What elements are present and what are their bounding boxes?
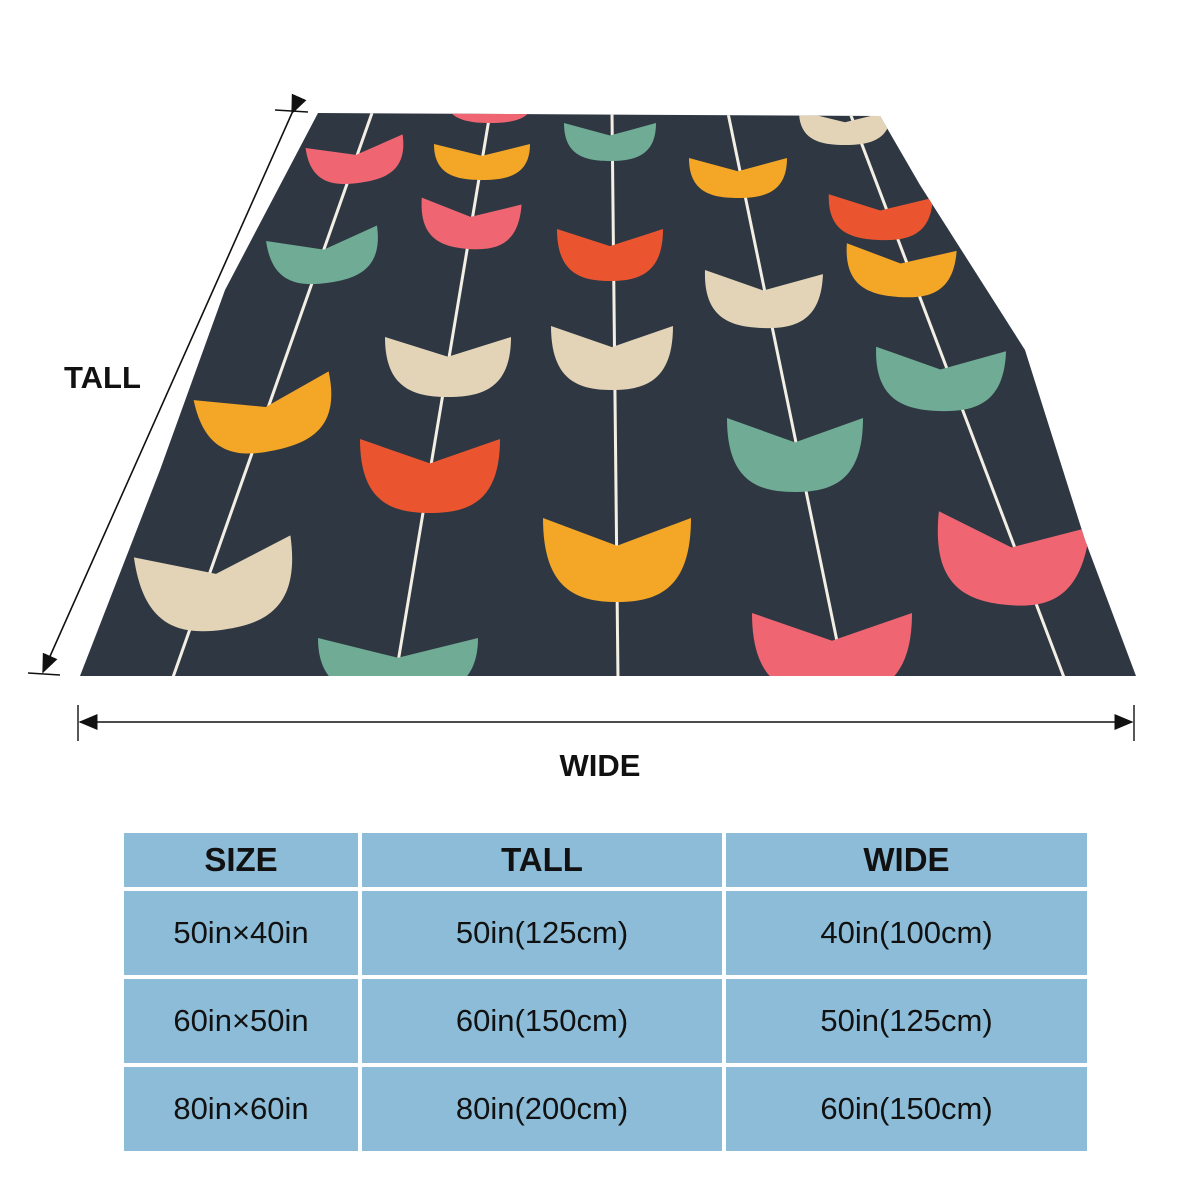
cell-wide: 50in(125cm) — [726, 979, 1087, 1063]
tall-tick-top — [274, 109, 309, 113]
blanket-dimension-diagram: TALL WIDE — [27, 93, 1136, 783]
tulip-shape-orange — [434, 144, 530, 180]
tulip-shape-teal — [318, 638, 478, 676]
pattern-stem — [726, 113, 847, 676]
table-row: 50in×40in 50in(125cm) 40in(100cm) — [124, 891, 1087, 975]
tulip-shape-red — [828, 194, 933, 241]
tulip-shape-pink — [937, 511, 1091, 606]
cell-tall: 80in(200cm) — [362, 1067, 722, 1151]
tulip-shape-pink — [421, 197, 522, 250]
table-header-row: SIZE TALL WIDE — [124, 833, 1087, 887]
table-row: 80in×60in 80in(200cm) 60in(150cm) — [124, 1067, 1087, 1151]
tulip-shape-pink — [444, 113, 536, 123]
tulip-shape-pink — [305, 134, 404, 185]
cell-size: 50in×40in — [124, 891, 358, 975]
cell-wide: 60in(150cm) — [726, 1067, 1087, 1151]
tulip-shape-orange — [543, 518, 691, 602]
cell-tall: 50in(125cm) — [362, 891, 722, 975]
header-tall: TALL — [362, 833, 722, 887]
tall-label: TALL — [64, 360, 141, 395]
tulip-shape-cream — [551, 326, 673, 390]
tulip-shape-red — [360, 439, 500, 513]
tulip-shape-red — [557, 229, 663, 281]
tulip-shape-cream — [385, 337, 511, 397]
cell-wide: 40in(100cm) — [726, 891, 1087, 975]
tall-tick-bottom — [27, 672, 61, 676]
header-size: SIZE — [124, 833, 358, 887]
tall-dimension-arrow — [42, 93, 307, 674]
tulip-shape-teal — [727, 418, 863, 492]
cell-size: 80in×60in — [124, 1067, 358, 1151]
size-table: SIZE TALL WIDE 50in×40in 50in(125cm) 40i… — [120, 829, 1091, 1155]
table-row: 60in×50in 60in(150cm) 50in(125cm) — [124, 979, 1087, 1063]
header-wide: WIDE — [726, 833, 1087, 887]
cell-size: 60in×50in — [124, 979, 358, 1063]
tulip-shape-cream — [799, 113, 891, 145]
tulip-shape-teal — [876, 346, 1007, 412]
tulip-shape-orange — [846, 243, 957, 298]
tulip-shape-orange — [689, 158, 787, 198]
tulip-shape-cream — [705, 269, 823, 329]
cell-tall: 60in(150cm) — [362, 979, 722, 1063]
tulip-shape-pink — [752, 613, 912, 676]
tulip-shape-teal — [564, 123, 656, 161]
wide-label: WIDE — [560, 748, 641, 783]
